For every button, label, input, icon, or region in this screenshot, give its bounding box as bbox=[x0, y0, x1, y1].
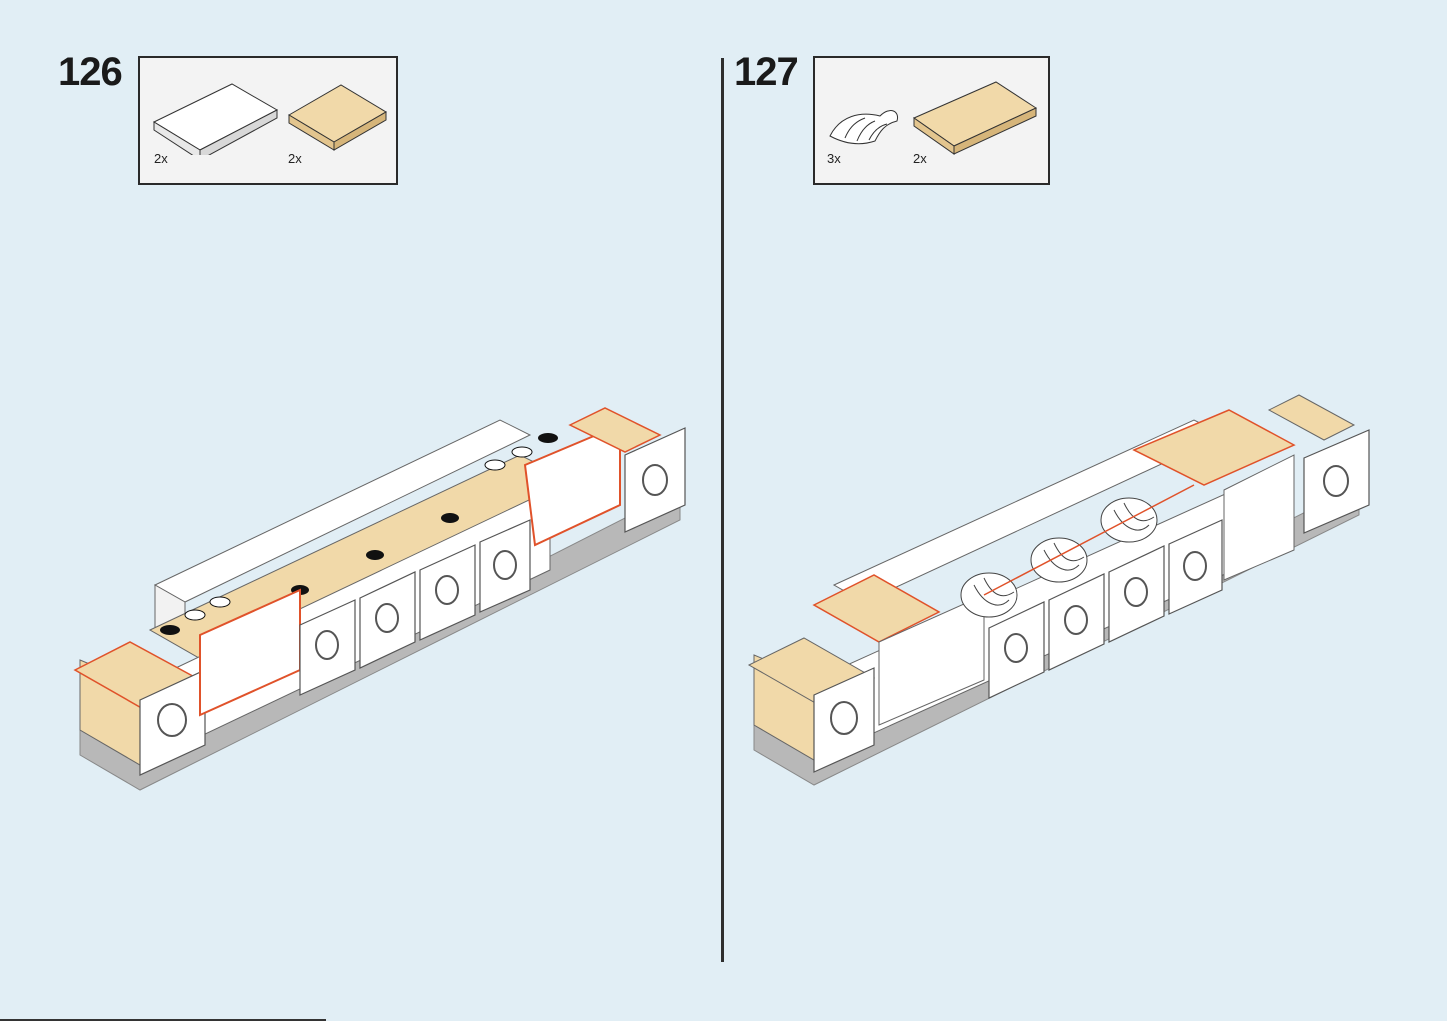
step-126: 126 2x 2x bbox=[0, 0, 720, 1021]
part-qty: 2x bbox=[913, 151, 927, 166]
step-127: 127 3x 2x bbox=[724, 0, 1447, 1021]
part-qty: 2x bbox=[154, 151, 168, 166]
croissant-icon bbox=[825, 96, 905, 151]
part-qty: 2x bbox=[288, 151, 302, 166]
white-tile-icon bbox=[152, 70, 282, 155]
step-number: 127 bbox=[734, 50, 798, 95]
assembly-model bbox=[734, 380, 1384, 810]
parts-callout: 3x 2x bbox=[813, 56, 1050, 185]
tan-tile-icon bbox=[286, 80, 391, 155]
step-number: 126 bbox=[58, 50, 122, 95]
assembly-model bbox=[60, 380, 700, 810]
tan-tile-icon bbox=[911, 70, 1041, 155]
part-qty: 3x bbox=[827, 151, 841, 166]
parts-callout: 2x 2x bbox=[138, 56, 398, 185]
